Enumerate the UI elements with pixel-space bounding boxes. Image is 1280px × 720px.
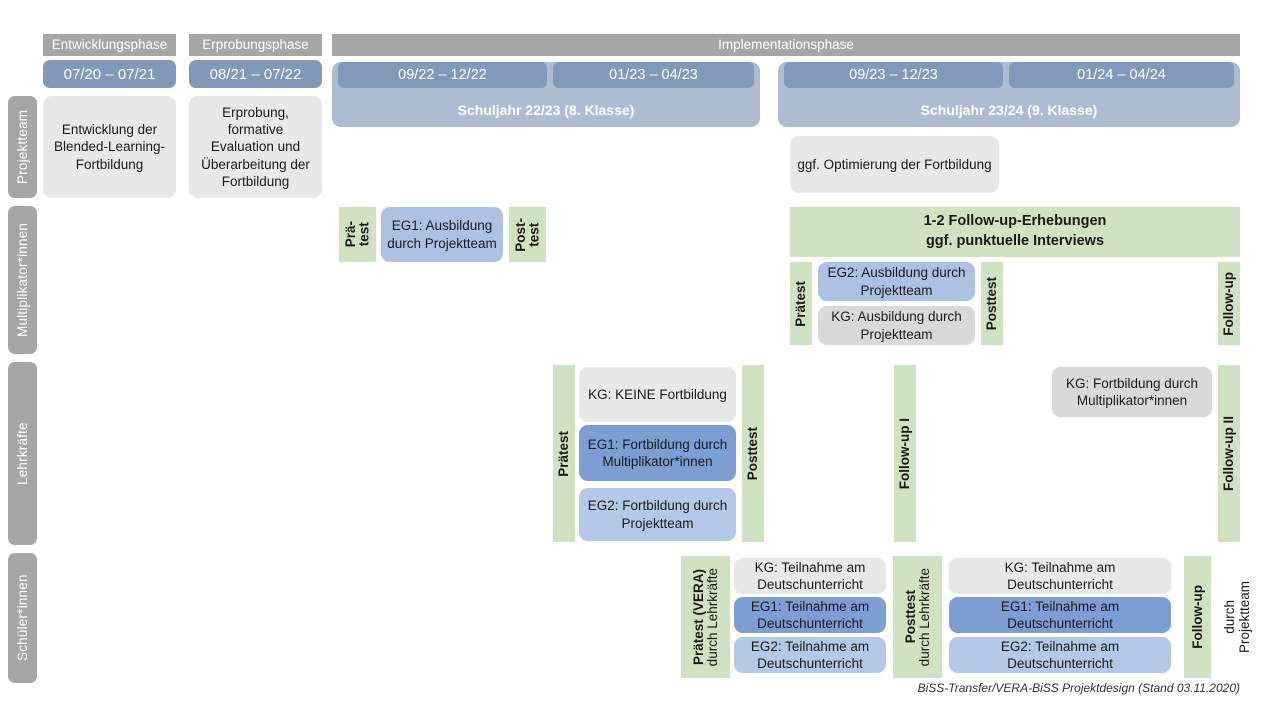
card-eg1-teilnahme-deutschunterricht-right: EG1: Teilnahme am Deutschunterricht (949, 597, 1171, 633)
period-09-23-12-23: 09/23 – 12/23 (784, 62, 1003, 88)
marker-posttest-multiplikator-2: Posttest (981, 262, 1003, 345)
card-kg-teilnahme-deutschunterricht-right: KG: Teilnahme am Deutschunterricht (949, 558, 1171, 594)
praetest-label: Prätest (793, 280, 809, 327)
marker-followup-1-lehrkraefte: Follow-up I (894, 365, 916, 542)
marker-posttest-schueler: Posttest durch Lehrkräfte (893, 556, 942, 678)
card-eg1-fortbildung-multiplikator: EG1: Fortbildung durch Multiplikator*inn… (579, 425, 736, 481)
row-label-multiplikatorinnen: Multiplikator*innen (8, 206, 37, 354)
followup-1-label: Follow-up I (897, 417, 913, 490)
period-09-22-12-22: 09/22 – 12/22 (338, 62, 547, 88)
row-label-lehrkraefte: Lehrkräfte (8, 362, 37, 545)
row-label-schuelerinnen: Schüler*innen (8, 553, 37, 683)
followup-label: Follow-up (1189, 585, 1205, 649)
card-eg2-teilnahme-deutschunterricht-left: EG2: Teilnahme am Deutschunterricht (734, 637, 886, 673)
marker-posttest-multiplikator-1: Post- test (509, 207, 546, 262)
card-eg1-teilnahme-deutschunterricht-left: EG1: Teilnahme am Deutschunterricht (734, 597, 886, 633)
praetest-vera-label: Prätest (VERA) (690, 568, 706, 666)
card-eg2-ausbildung-projektteam: EG2: Ausbildung durch Projektteam (818, 262, 975, 301)
card-kg-fortbildung-multiplikator: KG: Fortbildung durch Multiplikator*inne… (1052, 367, 1212, 417)
marker-praetest-vera-schueler: Prätest (VERA) durch Lehrkräfte (681, 556, 730, 678)
marker-followup-2-lehrkraefte: Follow-up II (1218, 365, 1240, 542)
card-kg-teilnahme-deutschunterricht-left: KG: Teilnahme am Deutschunterricht (734, 558, 886, 594)
praetest-label: Prätest (556, 430, 572, 477)
followup-durch-projektteam-annotation: durch Projektteam (1213, 556, 1261, 678)
posttest-label: Post- test (513, 217, 542, 252)
card-eg2-teilnahme-deutschunterricht-right: EG2: Teilnahme am Deutschunterricht (949, 637, 1171, 673)
card-ggf-optimierung: ggf. Optimierung der Fortbildung (790, 136, 999, 193)
posttest-label: Posttest (745, 426, 761, 481)
marker-posttest-lehrkraefte: Posttest (742, 365, 764, 542)
followup-label: Follow-up (1221, 271, 1237, 336)
followup-2-label: Follow-up II (1221, 416, 1237, 491)
posttest-durch-lehrkraefte-label: durch Lehrkräfte (917, 567, 932, 667)
card-kg-ausbildung-projektteam: KG: Ausbildung durch Projektteam (818, 306, 975, 345)
card-eg1-ausbildung-projektteam: EG1: Ausbildung durch Projektteam (381, 207, 503, 262)
phase-header-entwicklungsphase: Entwicklungsphase (43, 34, 176, 56)
footer-caption: BiSS-Transfer/VERA-BiSS Projektdesign (S… (917, 681, 1240, 695)
card-entwicklung-blended-learning: Entwicklung der Blended-Learning-Fortbil… (43, 96, 176, 198)
card-eg2-fortbildung-projektteam: EG2: Fortbildung durch Projektteam (579, 488, 736, 541)
posttest-label: Posttest (984, 276, 1000, 331)
period-07-20-07-21: 07/20 – 07/21 (43, 60, 176, 88)
phase-header-erprobungsphase: Erprobungsphase (189, 34, 322, 56)
period-01-24-04-24: 01/24 – 04/24 (1009, 62, 1234, 88)
praetest-label: Prä- test (343, 221, 372, 248)
marker-followup-multiplikator: Follow-up (1218, 262, 1240, 345)
period-08-21-07-22: 08/21 – 07/22 (189, 60, 322, 88)
praetest-durch-lehrkraefte-label: durch Lehrkräfte (705, 567, 720, 667)
row-label-projektteam: Projektteam (8, 96, 37, 198)
marker-praetest-multiplikator-1: Prä- test (339, 207, 376, 262)
marker-praetest-multiplikator-2: Prätest (790, 262, 812, 345)
band-followup-erhebungen: 1-2 Follow-up-Erhebungen ggf. punktuelle… (790, 207, 1240, 257)
phase-header-implementationsphase: Implementationsphase (332, 34, 1240, 56)
marker-praetest-lehrkraefte: Prätest (553, 365, 575, 542)
card-kg-keine-fortbildung: KG: KEINE Fortbildung (579, 367, 736, 422)
period-01-23-04-23: 01/23 – 04/23 (553, 62, 754, 88)
posttest-label: Posttest (902, 590, 918, 644)
marker-followup-schueler: Follow-up (1184, 556, 1211, 678)
followup-projektteam-label: Projektteam (1236, 580, 1252, 654)
followup-durch-label: durch (1222, 600, 1237, 634)
card-erprobung-evaluation: Erprobung, formative Evaluation und Über… (189, 96, 322, 198)
